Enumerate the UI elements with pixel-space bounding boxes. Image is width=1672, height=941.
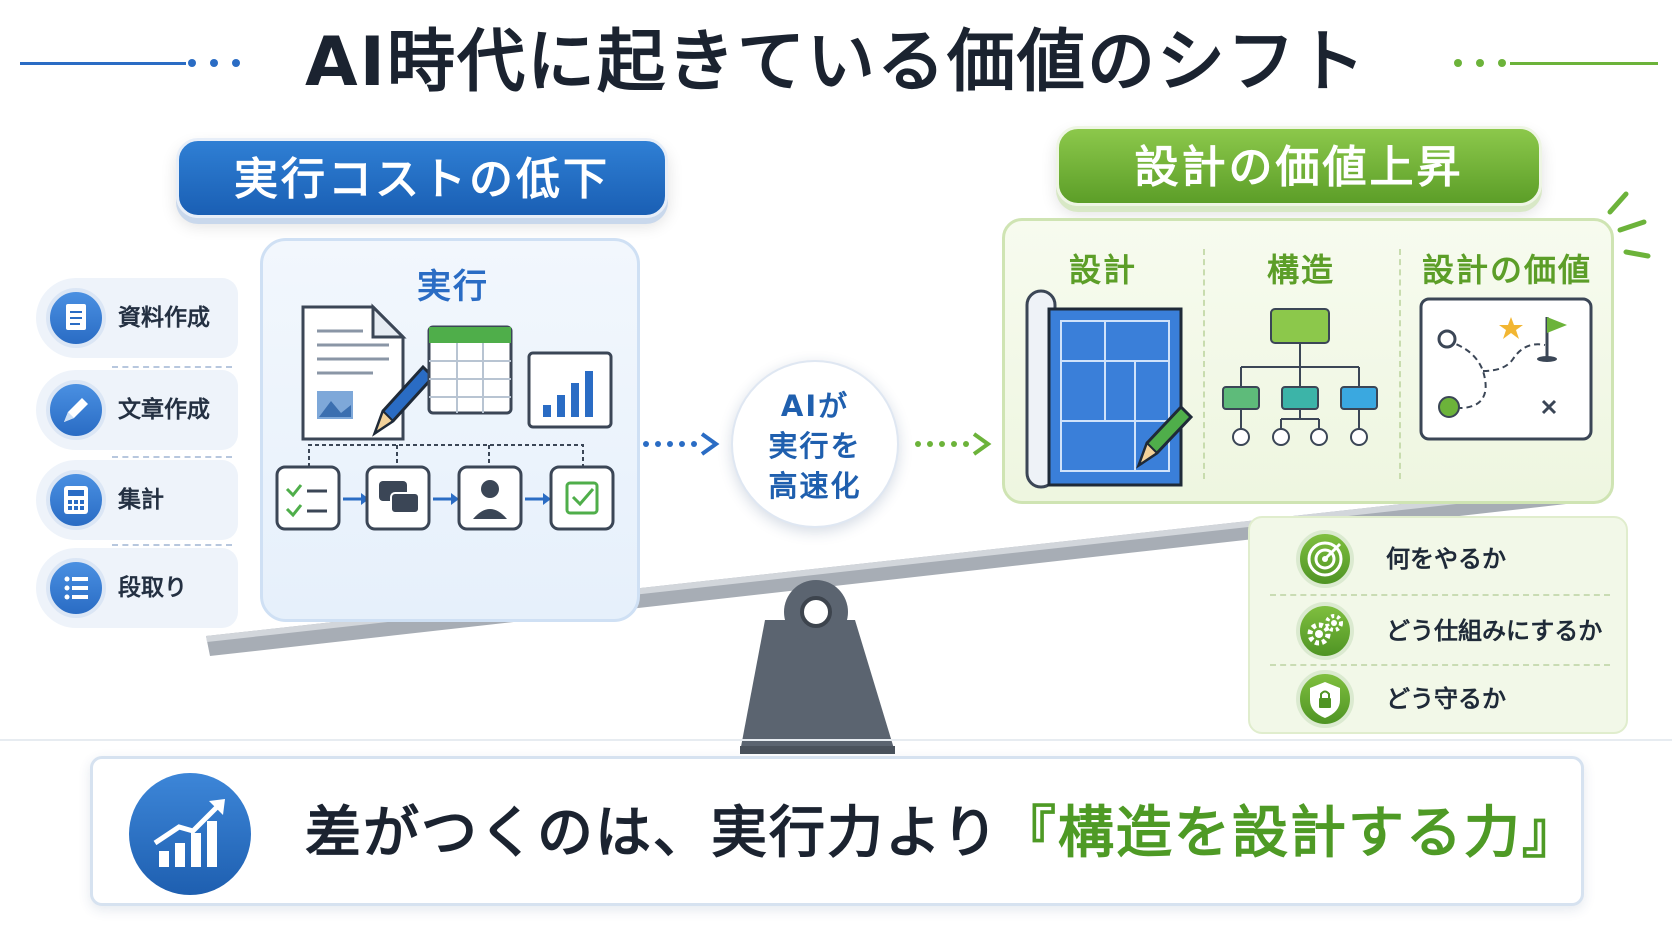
bullet-label: どう守るか [1386,685,1506,713]
title-left-dots [188,59,240,67]
bullet-item-what: 何をやるか [1250,524,1630,594]
divider [1203,249,1205,479]
calculator-icon [46,470,106,530]
gears-icon [1296,602,1354,660]
pencil-icon [46,380,106,440]
ai-bubble-line: AIが [780,389,850,423]
arrow-icon [525,493,551,505]
bullet-label: 何をやるか [1386,545,1506,573]
task-label: 集計 [118,487,164,513]
shield-lock-icon [1296,670,1354,728]
target-icon [1296,530,1354,588]
execution-panel: 実行 [260,238,640,622]
task-item-arrangement: 段取り [36,548,238,628]
right-header-pill: 設計の価値上昇 [1056,126,1542,206]
blueprint-icon [1025,289,1194,489]
check-box-icon [549,465,615,531]
design-panel: 設計 構造 設計の価値 [1002,218,1614,504]
conclusion-prefix: 差がつくのは、実行力より [305,801,1000,866]
page-title: AI時代に起きている価値のシフト [305,23,1367,102]
title-left-line [20,62,186,65]
dotted-arrow-left [643,432,720,456]
divider [1270,664,1610,666]
column-title-structure: 構造 [1266,251,1335,289]
divider [1399,249,1401,479]
person-icon [457,465,523,531]
chat-icon [365,465,431,531]
route-map-icon [1419,297,1593,441]
bullet-item-how-system: どう仕組みにするか [1250,596,1630,666]
column-title-design: 設計 [1068,251,1137,289]
seesaw-base [740,620,895,754]
task-label: 段取り [118,575,187,601]
execution-illustration [275,303,615,531]
divider [112,366,232,368]
document-icon [46,288,106,348]
list-icon [46,558,106,618]
column-title-design-value: 設計の価値 [1421,251,1592,289]
conclusion-highlight: 『構造を設計する力』 [999,801,1580,866]
task-list: 資料作成 文章作成 集計 段取り [36,278,238,628]
left-header-pill: 実行コストの低下 [176,138,668,218]
growth-chart-icon [129,773,251,895]
dotted-arrow-right [915,432,992,456]
design-illustration [1025,289,1593,489]
document-icon [301,303,407,441]
task-item-writing: 文章作成 [36,370,238,450]
bullet-panel: 何をやるか どう仕組みにするか どう守るか [1248,516,1628,734]
title-right-dots [1454,59,1506,67]
seesaw-pivot [784,580,848,644]
checklist-icon [275,465,341,531]
spreadsheet-icon [427,325,513,415]
title-right-line [1510,62,1658,65]
task-label: 資料作成 [118,305,210,331]
title-area: AI時代に起きている価値のシフト [0,18,1672,108]
bullet-label: どう仕組みにするか [1386,617,1603,645]
bullet-item-how-protect: どう守るか [1250,664,1630,734]
conclusion-text: 差がつくのは、実行力より『構造を設計する力』 [305,759,1580,909]
ai-bubble-line: 実行を [768,429,862,463]
bottom-banner: 差がつくのは、実行力より『構造を設計する力』 [90,756,1584,906]
bar-chart-icon [527,351,613,429]
hierarchy-icon [1222,308,1378,446]
ai-bubble-line: 高速化 [768,469,862,503]
flow-connector [308,444,584,467]
execution-title: 実行 [417,267,489,307]
arrow-icon [343,493,369,505]
task-label: 文章作成 [118,397,210,423]
divider [1270,594,1610,596]
ai-bubble: AIが 実行を 高速化 [731,360,899,528]
task-item-document: 資料作成 [36,278,238,358]
sparkle-icon [1607,191,1651,259]
divider [112,456,232,458]
task-item-aggregate: 集計 [36,460,238,540]
arrow-icon [433,493,459,505]
divider [112,544,232,546]
